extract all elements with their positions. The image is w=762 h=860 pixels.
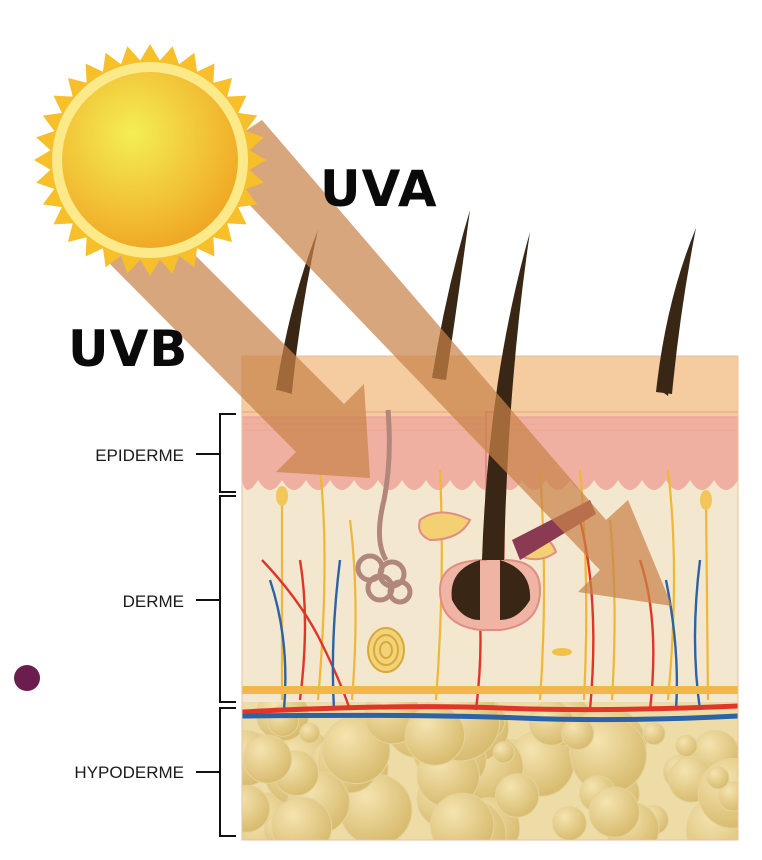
nerve-endings xyxy=(276,486,712,510)
fat-cell xyxy=(642,722,666,746)
skin-block xyxy=(242,356,738,840)
skin-outline xyxy=(241,355,739,841)
fat-cell xyxy=(561,717,595,751)
uv-rays xyxy=(110,120,672,606)
sun-icon xyxy=(34,44,266,276)
fat-cell xyxy=(271,796,333,840)
fat-cell xyxy=(706,766,730,790)
fat-cell xyxy=(718,781,738,812)
layer-label-hypoderme: HYPODERME xyxy=(74,763,184,782)
uvb-label: UVB xyxy=(68,320,189,378)
main-artery xyxy=(242,703,738,715)
sweat-gland xyxy=(355,409,413,605)
layer-brackets xyxy=(196,413,236,837)
fat-cell xyxy=(243,734,293,784)
fat-cell xyxy=(675,734,698,758)
fat-cell xyxy=(495,773,540,818)
dot-icon xyxy=(14,665,40,691)
fat-cell xyxy=(267,704,300,737)
fat-cell xyxy=(242,784,271,833)
uvb-ray xyxy=(110,210,370,478)
bracket-hypoderme xyxy=(196,707,236,837)
bracket-derme xyxy=(196,495,236,703)
uva-ray xyxy=(216,120,672,606)
uva-label: UVA xyxy=(320,160,438,218)
fat-cell xyxy=(552,805,587,840)
layer-label-derme: DERME xyxy=(122,592,184,611)
fat-cell xyxy=(430,792,495,840)
bracket-epiderme xyxy=(196,413,236,493)
fat-cell xyxy=(588,786,640,838)
yellow-band xyxy=(242,686,738,694)
layer-label-epiderme: EPIDERME xyxy=(95,446,184,465)
main-vein xyxy=(242,712,738,723)
fat-cell xyxy=(299,722,321,744)
pacinian-corpuscle xyxy=(367,627,405,673)
small-gland xyxy=(552,648,572,656)
fat-cell xyxy=(492,741,515,764)
